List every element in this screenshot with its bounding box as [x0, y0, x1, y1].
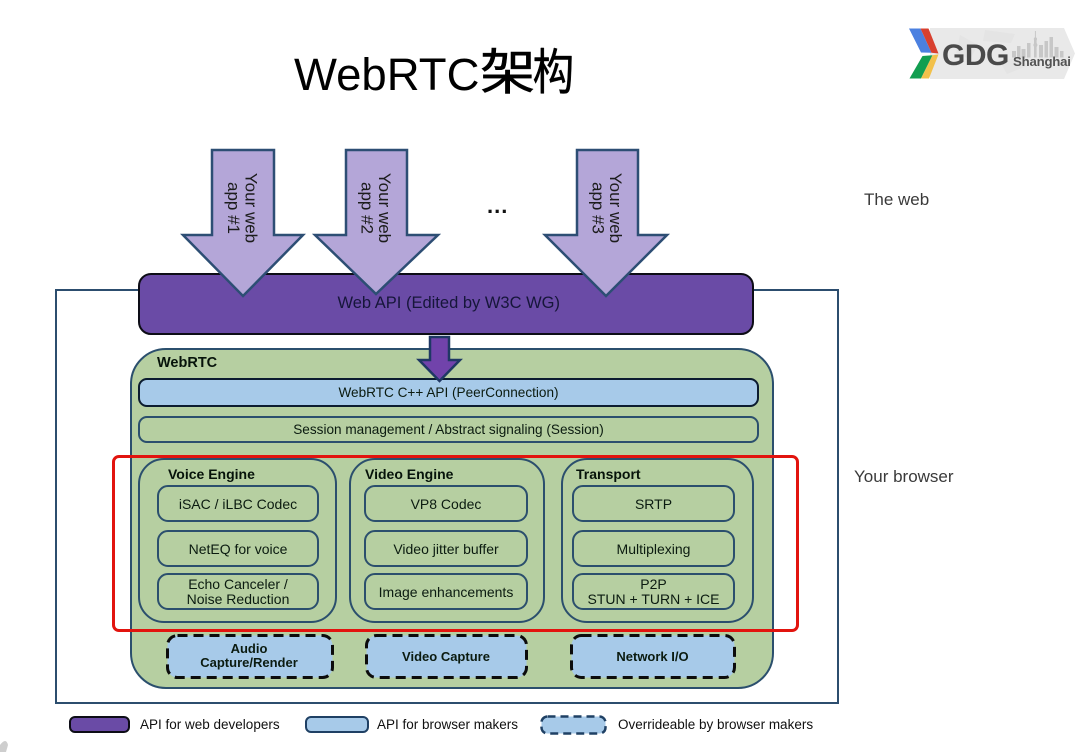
svg-text:app #1: app #1	[224, 182, 243, 234]
svg-text:Your web: Your web	[375, 173, 394, 243]
svg-text:Your web: Your web	[242, 173, 261, 243]
svg-text:GDG: GDG	[942, 39, 1009, 72]
svg-text:Your web: Your web	[606, 173, 625, 243]
svg-text:Shanghai: Shanghai	[1013, 54, 1071, 69]
svg-text:app #3: app #3	[589, 182, 608, 234]
svg-text:app #2: app #2	[358, 182, 377, 234]
